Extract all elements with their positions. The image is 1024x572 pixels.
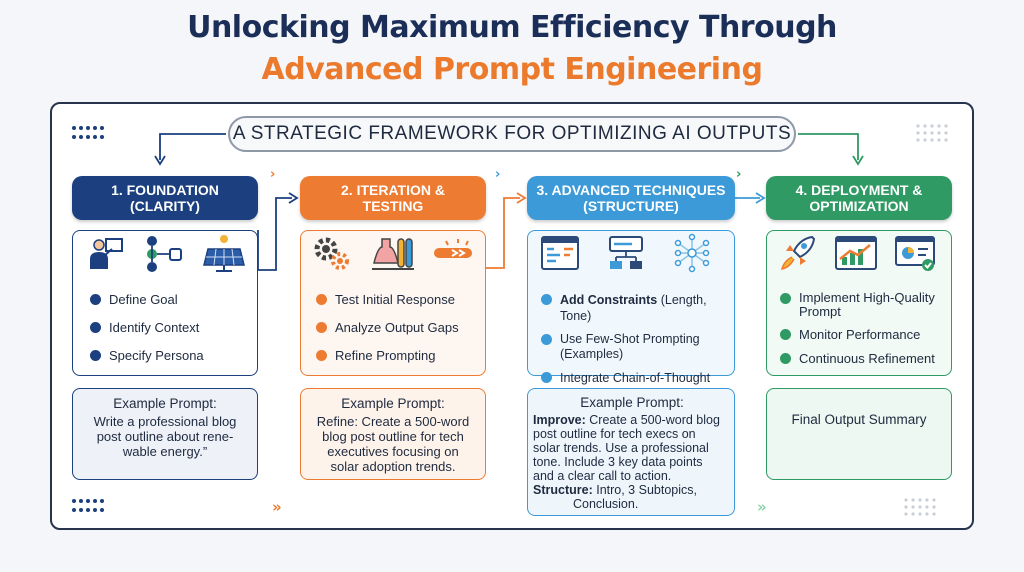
growth-chart-icon — [834, 233, 878, 278]
gears-icon — [312, 233, 352, 278]
stage-2-example-box — [300, 388, 486, 480]
banner-right-arrow — [798, 133, 859, 160]
stage-4-header-line2: OPTIMIZATION — [809, 198, 909, 214]
stage-1-header: 1. FOUNDATION (CLARITY) — [72, 176, 258, 220]
bullet-icon — [780, 329, 791, 340]
stage-1-header-line1: 1. FOUNDATION — [111, 182, 219, 198]
stage-3-header-line2: (STRUCTURE) — [583, 198, 679, 214]
structure-label: Structure: — [533, 483, 593, 497]
stage-4-header: 4. DEPLOYMENT & OPTIMIZATION — [766, 176, 952, 220]
bullet-icon — [90, 350, 101, 361]
stage-2-steps: Test Initial Response Analyze Output Gap… — [316, 292, 459, 364]
step-item: Define Goal — [90, 292, 204, 308]
flowchart-icon — [606, 233, 646, 278]
dashboard-icon — [894, 233, 938, 278]
stage-4-header-line1: 4. DEPLOYMENT & — [795, 182, 923, 198]
stage-2-header-line2: TESTING — [362, 198, 424, 214]
connector-1-2 — [257, 197, 292, 271]
dots-top-right-icon — [916, 124, 948, 142]
bullet-icon — [316, 322, 327, 333]
bullet-icon — [316, 294, 327, 305]
step-item: Analyze Output Gaps — [316, 320, 459, 336]
connector-2-3 — [486, 197, 520, 269]
svg-text:»: » — [272, 498, 282, 516]
bullet-icon — [90, 294, 101, 305]
step-item: Specify Persona — [90, 348, 204, 364]
bullet-icon — [541, 372, 552, 383]
stage-1-example-box — [72, 388, 258, 480]
stage-4-steps: Implement High-Quality Prompt Monitor Pe… — [780, 291, 950, 367]
stage-1-steps: Define Goal Identify Context Specify Per… — [90, 292, 204, 364]
step-item: Monitor Performance — [780, 327, 950, 343]
step-item: Integrate Chain-of-Thought — [541, 370, 731, 386]
stage-3-steps: Add Constraints (Length, Tone) Use Few-S… — [541, 292, 731, 386]
progress-arrow-icon — [432, 233, 476, 278]
stage-3-example-box — [527, 388, 735, 516]
code-window-icon — [540, 233, 580, 278]
step-item: Use Few-Shot Prompting (Examples) — [541, 332, 731, 362]
step-item: Identify Context — [90, 320, 204, 336]
stage-3-example: Example Prompt: Improve: Create a 500-wo… — [533, 395, 731, 512]
stage-3-header: 3. ADVANCED TECHNIQUES (STRUCTURE) — [527, 176, 735, 220]
dots-bottom-left-icon — [72, 499, 104, 512]
example-title: Example Prompt: — [341, 396, 445, 411]
title-line-2: Advanced Prompt Engineering — [261, 52, 763, 87]
stage-1-example: Example Prompt: Write a professional blo… — [80, 396, 250, 459]
bullet-icon — [90, 322, 101, 333]
step-item: Refine Prompting — [316, 348, 459, 364]
banner-left-arrow — [159, 133, 226, 160]
svg-text:›: › — [495, 167, 500, 182]
framework-banner: A STRATEGIC FRAMEWORK FOR OPTIMIZING AI … — [228, 116, 796, 152]
svg-text:›: › — [270, 167, 275, 182]
stage-2-icons — [312, 232, 476, 278]
dots-top-left-icon — [72, 126, 104, 139]
step-item: Implement High-Quality Prompt — [780, 291, 950, 319]
stage-4-icons — [778, 232, 938, 278]
stage-2-header-line1: 2. ITERATION & — [341, 182, 445, 198]
stage-4-summary-box — [766, 388, 952, 480]
improve-label: Improve: — [533, 413, 586, 427]
bullet-icon — [780, 293, 791, 304]
svg-text:›: › — [736, 167, 741, 182]
test-tubes-icon — [370, 233, 414, 278]
stage-3-icons — [540, 232, 712, 278]
stage-3-header-line1: 3. ADVANCED TECHNIQUES — [536, 182, 726, 198]
step-item: Add Constraints (Length, Tone) — [541, 292, 731, 324]
stage-2-example: Example Prompt: Refine: Create a 500-wor… — [306, 396, 480, 474]
example-title: Example Prompt: — [580, 395, 684, 410]
stage-1-header-line2: (CLARITY) — [129, 198, 200, 214]
step-item: Continuous Refinement — [780, 351, 950, 367]
stage-4-summary: Final Output Summary — [791, 412, 927, 427]
stage-1-icons — [86, 232, 246, 278]
neural-network-icon — [672, 233, 712, 278]
solar-panel-icon — [202, 233, 246, 278]
title-line-1: Unlocking Maximum Efficiency Through — [187, 10, 837, 45]
bullet-icon — [780, 353, 791, 364]
presenter-icon — [86, 233, 126, 278]
bullet-icon — [541, 334, 552, 345]
stage-2-header: 2. ITERATION & TESTING — [300, 176, 486, 220]
svg-text:»: » — [757, 498, 767, 516]
bullet-icon — [541, 294, 552, 305]
bullet-icon — [316, 350, 327, 361]
example-title: Example Prompt: — [113, 396, 217, 411]
dots-bottom-right-icon — [904, 498, 936, 516]
rocket-icon — [778, 233, 818, 278]
step-item: Test Initial Response — [316, 292, 459, 308]
hierarchy-icon — [144, 233, 184, 278]
